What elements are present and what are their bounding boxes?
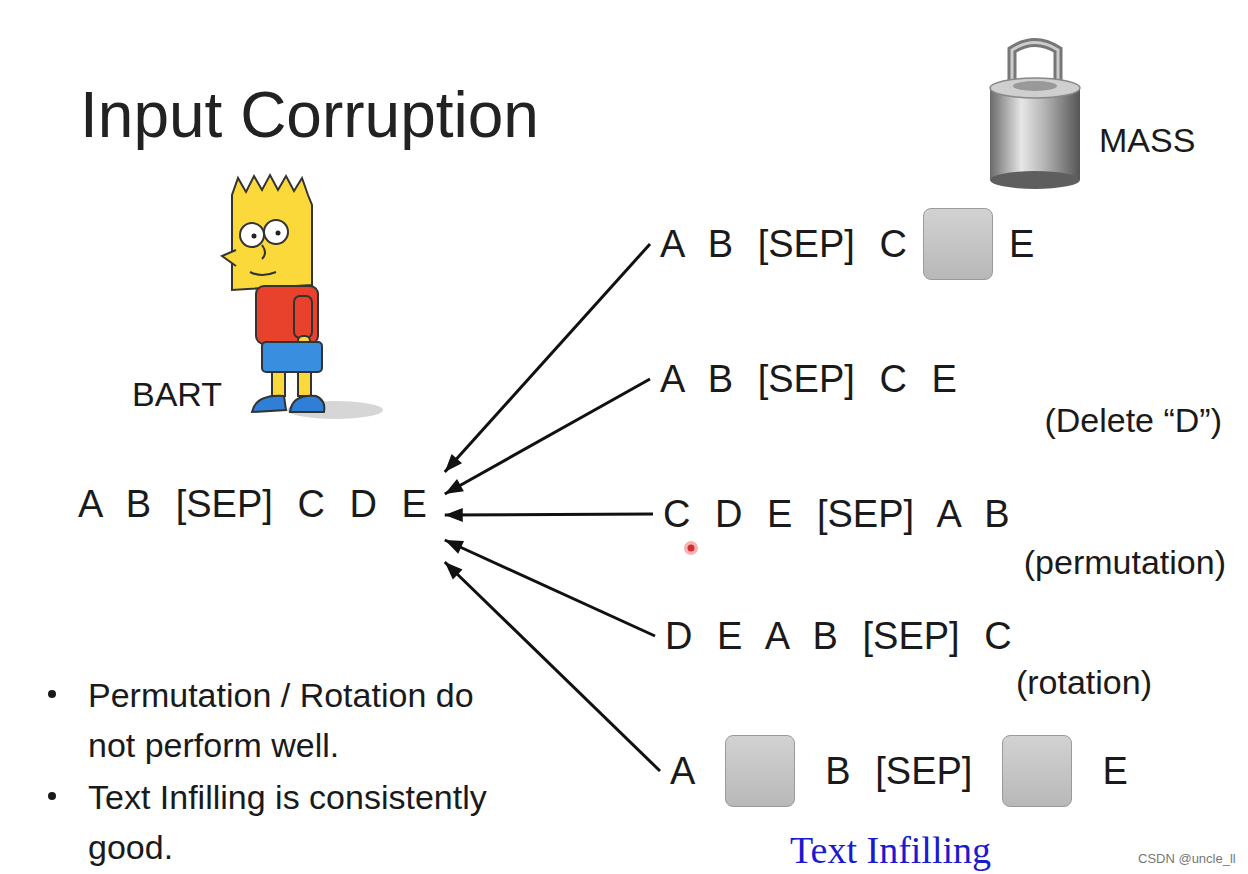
bullet-note: Text Infilling is consistently good. [88, 772, 503, 872]
mask-token [923, 208, 993, 280]
sequence-node: A B [SEP] C D E [78, 482, 427, 526]
token-sequence: A B [SEP] C D E [78, 482, 427, 526]
sequence-node: A B [SEP] C E [660, 222, 1035, 280]
sequence-node: A B [SEP] C E (Delete “D”) [660, 357, 1222, 440]
infilling-caption: Text Infilling [790, 828, 991, 872]
token-sequence: C D E [SEP] A B [663, 492, 1010, 536]
token-sequence: E [1102, 749, 1127, 793]
figure-label: BART [132, 374, 222, 414]
token-sequence: D E A B [SEP] C [665, 614, 1012, 658]
token-sequence: A [670, 749, 695, 793]
cursor-dot [688, 545, 695, 552]
mask-token [1002, 735, 1072, 807]
bart-figure [222, 175, 383, 419]
corruption-note: (permutation) [1024, 542, 1226, 582]
arrow-connector [445, 562, 660, 771]
weight-icon [990, 43, 1080, 190]
title: Input Corruption [80, 78, 539, 152]
mask-token [725, 735, 795, 807]
figure-label: MASS [1099, 120, 1195, 160]
sequence-node: C D E [SEP] A B (permutation) [663, 492, 1226, 582]
token-sequence: B [SEP] [825, 749, 972, 793]
bullet-dot [48, 792, 56, 800]
token-sequence: A B [SEP] C [660, 222, 907, 266]
token-sequence: E [1009, 222, 1034, 266]
sequence-node: A B [SEP] E [670, 749, 1128, 807]
corruption-note: (rotation) [1016, 662, 1152, 702]
bullet-dot [48, 690, 56, 698]
arrow-connector [445, 540, 655, 636]
watermark: CSDN @uncle_ll [1138, 851, 1236, 867]
token-sequence: A B [SEP] C E [660, 357, 957, 401]
corruption-note: (Delete “D”) [1044, 400, 1222, 440]
cursor-dot [684, 541, 698, 555]
arrow-connector [445, 379, 650, 494]
bullet-note: Permutation / Rotation do not perform we… [88, 670, 503, 770]
sequence-node: D E A B [SEP] C(rotation) [665, 614, 1152, 702]
arrow-connector [445, 508, 653, 522]
